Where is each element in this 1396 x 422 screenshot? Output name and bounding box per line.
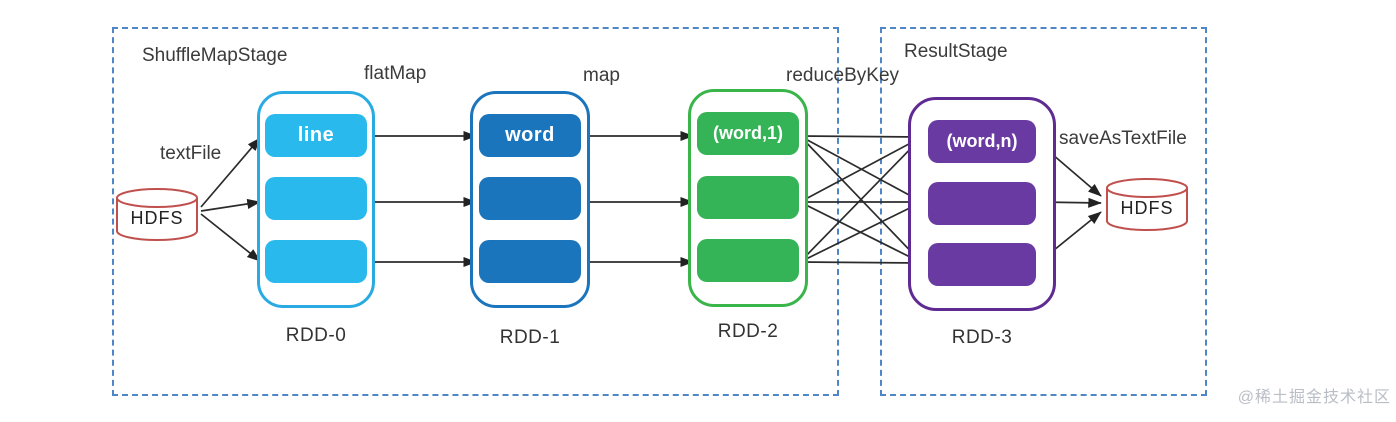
op-flatmap-label: flatMap: [364, 63, 427, 84]
hdfs-input-label: HDFS: [131, 208, 184, 228]
rdd1-partition-1: word: [479, 114, 581, 157]
watermark: @稀土掘金技术社区: [1237, 389, 1391, 406]
op-reducebykey-label: reduceByKey: [786, 65, 900, 86]
rdd1-partition-text: word: [505, 124, 555, 146]
result-stage-label: ResultStage: [904, 41, 1008, 62]
rdd2-partition-3: [697, 239, 799, 282]
hdfs-input-cylinder-icon: HDFS: [116, 188, 198, 241]
rdd0-partition-text: line: [297, 124, 335, 146]
rdd1-label: RDD-1: [499, 327, 561, 348]
rdd3-partition-text: (word,n): [946, 131, 1018, 151]
rdd0-container: line: [257, 91, 375, 308]
rdd3-partition-3: [928, 243, 1036, 286]
rdd2-partition-text: (word,1): [713, 123, 783, 143]
rdd2-label: RDD-2: [717, 321, 779, 342]
rdd0-partition-2: [265, 177, 367, 220]
rdd2-container: (word,1): [688, 89, 808, 307]
rdd2-partition-1: (word,1): [697, 112, 799, 155]
rdd3-partition-1: (word,n): [928, 120, 1036, 163]
rdd1-partition-2: [479, 177, 581, 220]
op-saveastextfile-label: saveAsTextFile: [1059, 128, 1187, 149]
rdd2-partition-2: [697, 175, 799, 219]
hdfs-output-label: HDFS: [1121, 198, 1174, 218]
rdd0-partition-3: [265, 240, 367, 283]
op-map-label: map: [583, 65, 620, 86]
rdd0-partition-1: line: [265, 114, 367, 157]
rdd1-container: word: [470, 91, 590, 308]
rdd3-partition-2: [928, 181, 1036, 225]
op-textfile-label: textFile: [160, 143, 222, 164]
rdd1-partition-3: [479, 240, 581, 283]
rdd0-label: RDD-0: [285, 325, 347, 346]
rdd3-label: RDD-3: [951, 327, 1013, 348]
hdfs-output-cylinder-icon: HDFS: [1106, 178, 1188, 231]
rdd3-container: (word,n): [908, 97, 1056, 311]
shuffle-map-stage-label: ShuffleMapStage: [142, 45, 288, 66]
